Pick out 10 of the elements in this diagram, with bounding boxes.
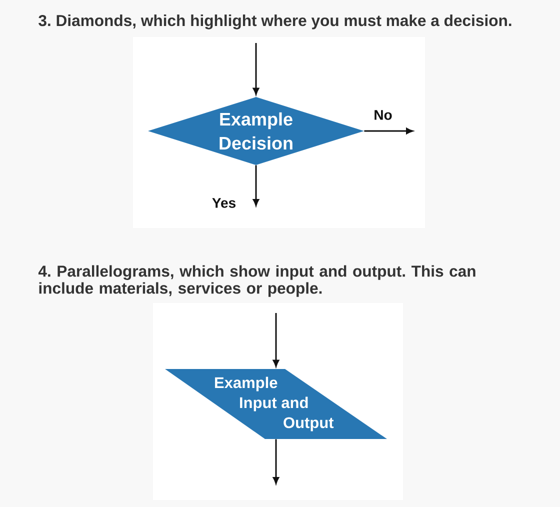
parallelogram: Example Input and Output [165, 369, 387, 439]
arrow [364, 128, 413, 134]
arrow [272, 313, 280, 367]
edge-label: Yes [210, 197, 238, 209]
heading: 3. Diamonds, which highlight where you must make a decision. [38, 14, 512, 30]
arrow [272, 439, 280, 484]
arrow [252, 165, 260, 206]
arrow [252, 43, 260, 95]
heading: 4. Parallelograms, which show input and output. This can include materials, services or people. [38, 265, 476, 297]
edge-label: No [372, 109, 394, 121]
